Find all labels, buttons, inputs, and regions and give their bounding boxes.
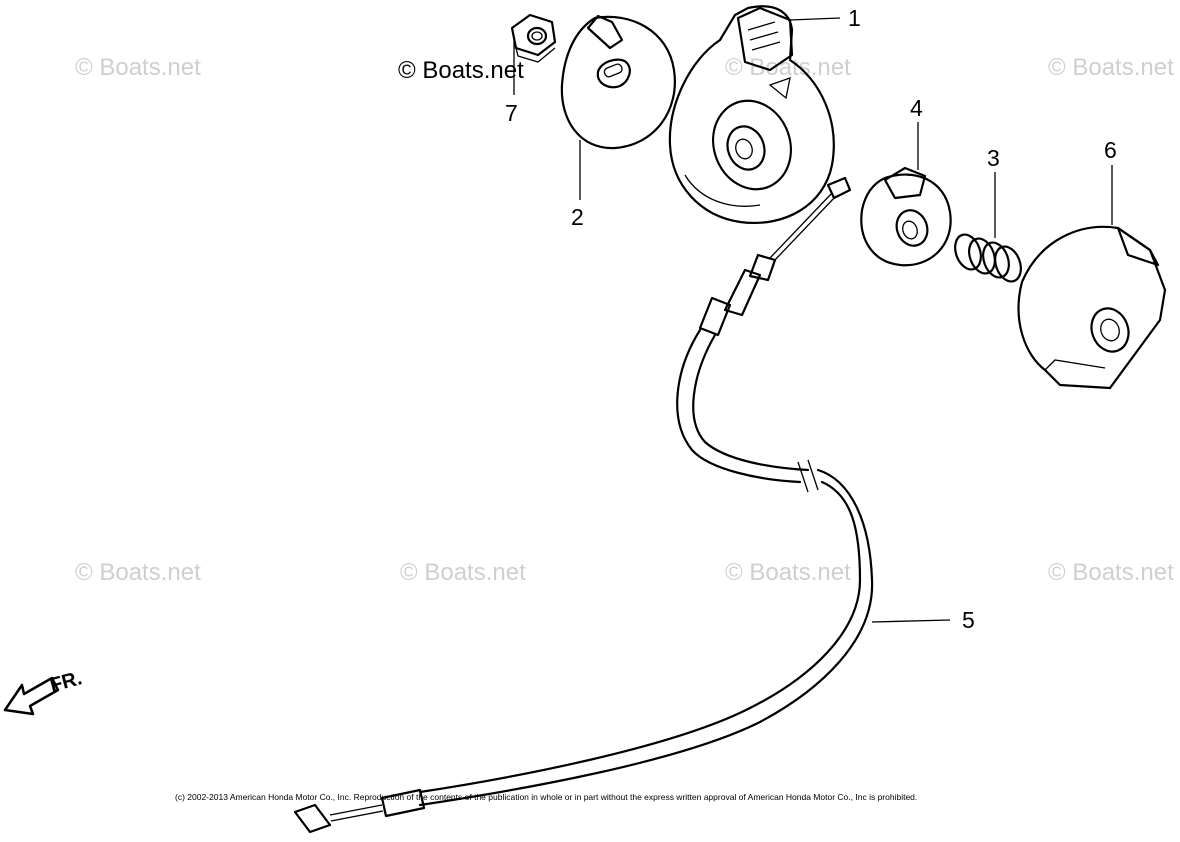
front-direction-arrow: FR. [3,667,85,716]
callout-1: 1 [848,5,861,31]
watermark: © Boats.net [1048,54,1174,81]
watermark: © Boats.net [75,559,201,586]
watermark: © Boats.net [75,54,201,81]
callout-2: 2 [571,204,584,230]
watermark: © Boats.net [725,559,851,586]
part-4-disc [860,166,952,267]
leader-5 [871,619,951,623]
callout-5: 5 [962,607,975,633]
part-6-cap [1017,225,1167,390]
part-2-plate [560,14,676,150]
copyright-notice: (c) 2002-2013 American Honda Motor Co., … [175,792,917,802]
callout-6: 6 [1104,137,1117,163]
watermark: © Boats.net [1048,559,1174,586]
watermark: © Boats.net [398,57,524,84]
part-3-spring [954,233,1022,283]
leader-1 [789,17,841,21]
part-5-cable [293,176,874,834]
watermark: © Boats.net [400,559,526,586]
callout-3: 3 [987,145,1000,171]
direction-label: FR. [48,667,85,697]
callout-4: 4 [910,95,923,121]
part-1-housing [668,5,835,225]
callout-7: 7 [505,100,518,126]
part-7-nut [510,13,557,63]
